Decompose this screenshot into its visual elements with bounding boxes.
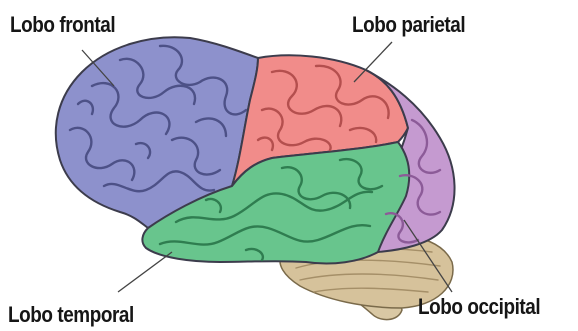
- temporal-pointer: [118, 252, 172, 292]
- parietal-lobe-label: Lobo parietal: [352, 12, 465, 38]
- frontal-lobe-label: Lobo frontal: [10, 12, 115, 38]
- occipital-lobe-label: Lobo occipital: [418, 294, 540, 320]
- temporal-lobe-label: Lobo temporal: [8, 302, 134, 328]
